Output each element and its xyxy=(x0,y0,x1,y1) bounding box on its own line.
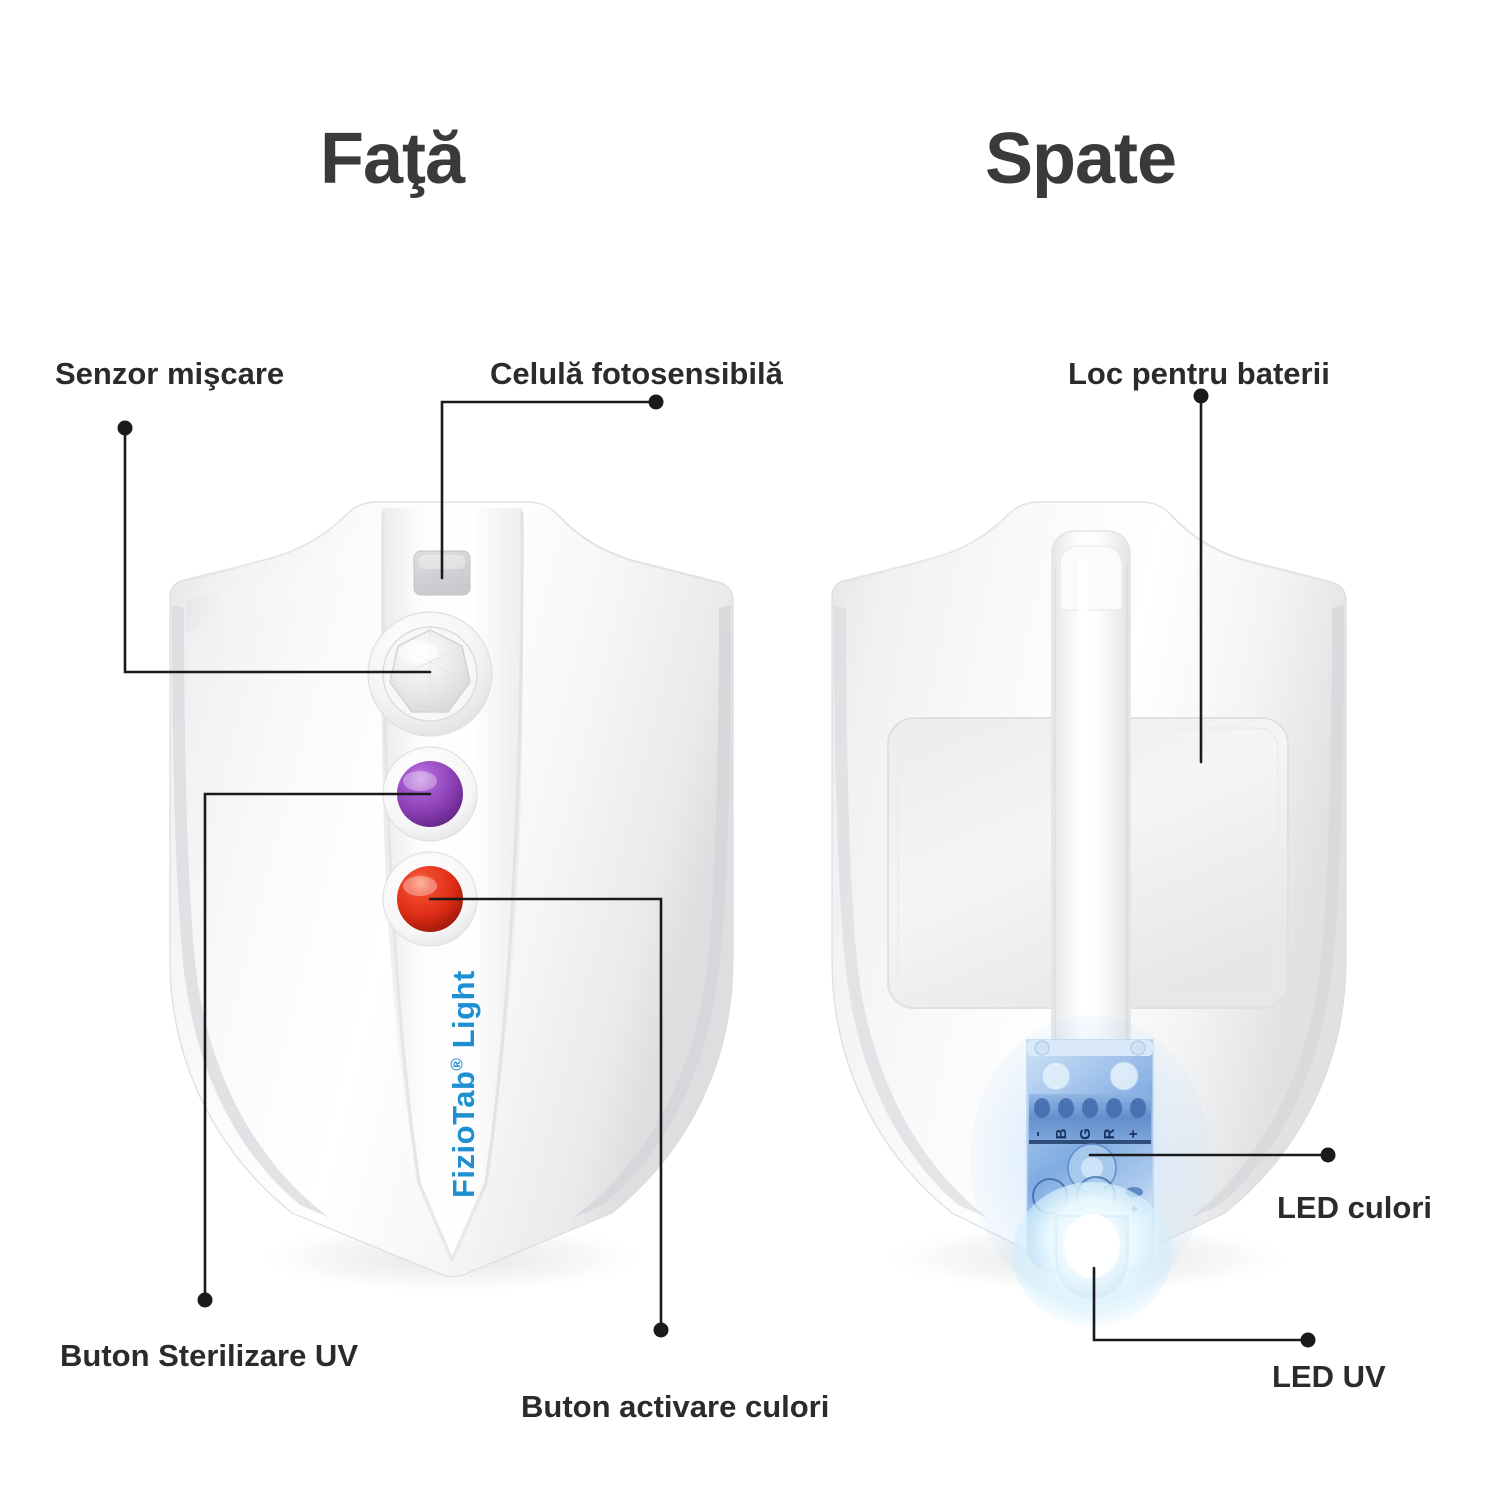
callout-label-buton-activare-culori: Buton activare culori xyxy=(521,1389,830,1424)
front-right-edge-shade xyxy=(573,605,731,1218)
front-top-shoulder-left xyxy=(185,513,348,582)
hanging-strap-top-loop xyxy=(1059,545,1123,611)
leader-buton-sterilizare-uv xyxy=(203,792,432,1300)
pcb-marking-3: R xyxy=(1101,1128,1118,1139)
front-center-seam-right xyxy=(450,511,524,1261)
pcb-marking-1: B xyxy=(1053,1128,1070,1139)
front-center-seam-left xyxy=(381,511,454,1261)
led-lens-bump-left xyxy=(1041,1061,1071,1091)
pcb-marking-0: - xyxy=(1029,1132,1046,1137)
led-module-screw-left xyxy=(1034,1040,1050,1056)
back-top-shoulder-right xyxy=(1171,515,1332,583)
front-bottom-tip-highlight xyxy=(422,1195,483,1263)
callout-label-loc-baterii: Loc pentru baterii xyxy=(1068,356,1330,391)
callout-label-led-uv: LED UV xyxy=(1272,1359,1386,1394)
front-device xyxy=(169,501,734,1294)
led-lens-bump-right xyxy=(1109,1061,1139,1091)
leader-dot-led-culori xyxy=(1320,1147,1336,1163)
callout-label-celula-fotosensibila: Celulă fotosensibilă xyxy=(490,356,783,391)
front-top-shoulder-right xyxy=(558,515,718,583)
leader-dot-senzor-miscare xyxy=(117,420,133,436)
front-left-bevel xyxy=(186,528,350,633)
motion-sensor-dome-gloss xyxy=(398,641,438,663)
page-title-back: Spate xyxy=(985,119,1177,199)
uv-led-core-bright xyxy=(1064,1214,1120,1278)
led-pcb-solder-pads xyxy=(1034,1098,1146,1118)
page-title-front: Faţă xyxy=(320,119,465,199)
color-button-gloss xyxy=(403,876,437,896)
pcb-marking-2: G xyxy=(1077,1128,1094,1140)
led-pcb-edge-line xyxy=(1029,1140,1151,1144)
back-right-edge-shade xyxy=(1190,605,1344,1218)
leader-dot-buton-sterilizare-uv xyxy=(197,1292,213,1308)
leader-dot-loc-baterii xyxy=(1193,388,1209,404)
leader-buton-activare-culori xyxy=(428,897,663,1330)
back-device: - B G R + + xyxy=(831,501,1347,1326)
pcb-marking-4: + xyxy=(1125,1129,1142,1138)
callout-label-led-culori: LED culori xyxy=(1277,1190,1433,1225)
leader-dot-led-uv xyxy=(1300,1332,1316,1348)
hanging-strap xyxy=(1051,530,1131,1056)
leader-lines xyxy=(117,388,1336,1348)
leader-dot-buton-activare-culori xyxy=(653,1322,669,1338)
led-module-top-lip xyxy=(1027,1040,1153,1056)
leader-dot-celula-fotosensibila xyxy=(648,394,664,410)
leader-led-uv xyxy=(1092,1266,1307,1342)
back-top-shoulder-left xyxy=(847,513,1010,582)
uv-button-gloss xyxy=(403,771,437,791)
callout-label-buton-sterilizare-uv: Buton Sterilizare UV xyxy=(60,1338,358,1373)
rgb-color-led-core xyxy=(1081,1157,1103,1179)
front-left-edge-shade xyxy=(172,605,330,1218)
callout-label-senzor-miscare: Senzor mişcare xyxy=(55,356,285,391)
leader-celula-fotosensibila xyxy=(440,400,656,580)
back-left-edge-shade xyxy=(834,605,988,1218)
led-module-screw-right xyxy=(1130,1040,1146,1056)
leader-senzor-miscare xyxy=(123,428,432,674)
product-brand-text: FizioTab® Light xyxy=(446,970,482,1198)
brand-registered-mark: ® xyxy=(447,1057,467,1071)
brand-name: FizioTab xyxy=(446,1070,481,1198)
led-pcb-markings: - B G R + xyxy=(1029,1128,1142,1140)
brand-suffix: Light xyxy=(446,970,481,1049)
